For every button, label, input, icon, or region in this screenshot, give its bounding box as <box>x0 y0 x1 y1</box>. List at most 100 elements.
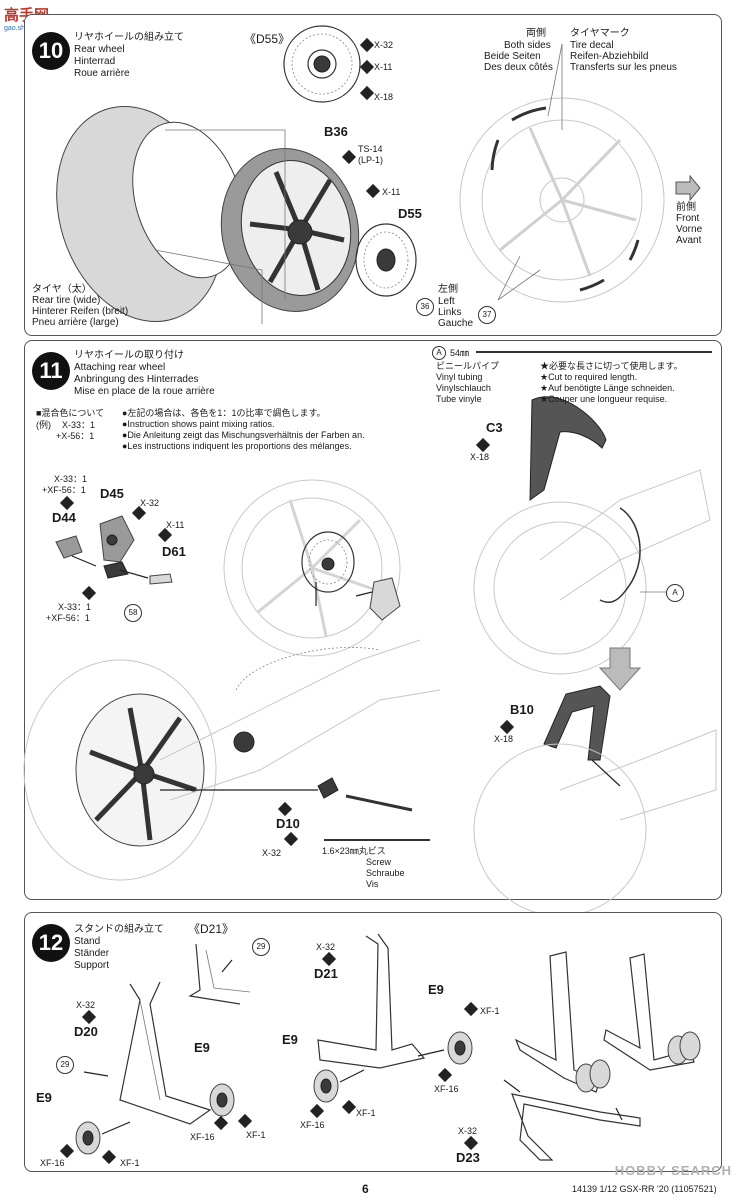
step11-screw-fr: Vis <box>366 879 379 889</box>
step11-d10-paint: X-32 <box>262 848 282 858</box>
step10-title-jp: リヤホイールの組み立て <box>74 32 184 43</box>
step11-b10-paint: X-18 <box>494 734 514 744</box>
step11-title-en: Attaching rear wheel <box>74 362 166 373</box>
step10-detail-paint-2: X-11 <box>374 62 393 72</box>
step11-tube-jp: ビニールパイプ <box>436 361 500 371</box>
step10-both-en: Both sides <box>504 40 551 51</box>
step11-d44-paint-2: +XF-56：1 <box>42 485 86 495</box>
step10-decal-en: Tire decal <box>570 40 614 51</box>
step11-tube-letter: A <box>432 346 446 360</box>
step11-mix-jp: ■混合色について <box>36 408 105 418</box>
step12-panel <box>24 912 722 1172</box>
step10-left-de: Links <box>438 307 462 318</box>
step10-detail-paint-3: X-18 <box>374 92 394 102</box>
step11-mix-note-2: ●Instruction shows paint mixing ratios. <box>122 419 275 429</box>
step12-d20: D20 <box>74 1024 98 1039</box>
step12-e9c-paint-1: XF-1 <box>480 1006 500 1016</box>
step11-d10: D10 <box>276 816 300 831</box>
step12-e9b-paint-1: XF-16 <box>40 1158 65 1168</box>
step10-front-fr: Avant <box>676 235 702 246</box>
step12-e9c-paint-2: XF-16 <box>434 1084 459 1094</box>
step11-d44-paint2-1: X-33：1 <box>58 602 92 612</box>
step11-d44: D44 <box>52 510 76 525</box>
product-code: 14139 1/12 GSX-RR '20 (11057521) <box>572 1184 717 1194</box>
page-number: 6 <box>362 1182 369 1196</box>
step10-b36-paint-1: TS-14 <box>358 144 383 154</box>
step11-c3: C3 <box>486 420 503 435</box>
step11-d61: D61 <box>162 544 186 559</box>
step11-d44-paint-1: X-33：1 <box>54 474 88 484</box>
step10-left-fr: Gauche <box>438 318 474 329</box>
step10-detail-label: 《D55》 <box>244 32 291 46</box>
step11-screw-en: Screw <box>366 857 392 867</box>
step12-e9a: E9 <box>194 1040 210 1055</box>
step11-cut-note-4: ★Couper une longueur requise. <box>540 394 668 404</box>
step11-screw-de: Schraube <box>366 868 405 878</box>
step10-both-de: Beide Seiten <box>484 51 541 62</box>
step10-b36-paint-x11: X-11 <box>382 187 401 197</box>
step12-detail-label: 《D21》 <box>188 922 235 936</box>
step12-title-en: Stand <box>74 936 101 947</box>
step10-front-de: Vorne <box>676 224 703 235</box>
step12-e9a-paint-1: XF-16 <box>190 1132 215 1142</box>
step10-decal-37: 37 <box>478 306 496 324</box>
step10-d55: D55 <box>398 206 422 221</box>
watermark: HOBBY SEARCH <box>614 1163 732 1178</box>
step11-title-fr: Mise en place de la roue arrière <box>74 386 215 397</box>
step10-decal-de: Reifen-Abziehbild <box>570 51 649 62</box>
step12-e9d-paint-1: XF-16 <box>300 1120 325 1130</box>
step10-title-fr: Roue arrière <box>74 68 130 79</box>
step10-title-de: Hinterrad <box>74 56 116 67</box>
step10-decal-jp: タイヤマーク <box>570 28 630 39</box>
step11-d44-paint2-2: +XF-56：1 <box>46 613 90 623</box>
step10-both-jp: 両側 <box>526 28 546 39</box>
step12-e9b: E9 <box>36 1090 52 1105</box>
step12-d20-paint: X-32 <box>76 1000 96 1010</box>
step11-d61-paint: X-11 <box>166 520 185 530</box>
step11-screw-size: 1.6×23㎜丸ビス <box>322 846 386 856</box>
step11-title-jp: リヤホイールの取り付け <box>74 350 184 361</box>
step10-b36: B36 <box>324 124 348 139</box>
step11-tube-en: Vinyl tubing <box>436 372 483 382</box>
step12-number: 12 <box>32 924 70 962</box>
step10-front-en: Front <box>676 213 700 224</box>
step10-tire-jp: タイヤ（太） <box>32 284 92 295</box>
step12-d21: D21 <box>314 966 338 981</box>
step12-d23-paint: X-32 <box>458 1126 478 1136</box>
step11-number: 11 <box>32 352 70 390</box>
step12-decal-29b: 29 <box>56 1056 74 1074</box>
step11-b10: B10 <box>510 702 534 717</box>
step11-d45-paint: X-32 <box>140 498 160 508</box>
step10-left-jp: 左側 <box>438 284 458 295</box>
step12-e9c: E9 <box>428 982 444 997</box>
step11-mix-ex: (例) <box>36 420 51 430</box>
step10-b36-paint-2: (LP-1) <box>358 155 384 165</box>
step11-mix-note-3: ●Die Anleitung zeigt das Mischungsverhäl… <box>122 430 365 440</box>
step12-e9d: E9 <box>282 1032 298 1047</box>
step11-mix-ex2: +X-56：1 <box>56 431 95 441</box>
step11-mix-note-4: ●Les instructions indiquent les proporti… <box>122 441 352 451</box>
step10-detail-paint-1: X-32 <box>374 40 394 50</box>
step12-e9d-paint-2: XF-1 <box>356 1108 376 1118</box>
step10-title-en: Rear wheel <box>74 44 125 55</box>
step12-e9a-paint-2: XF-1 <box>246 1130 266 1140</box>
step10-left-en: Left <box>438 296 455 307</box>
step10-number: 10 <box>32 32 70 70</box>
step11-mix-ex1: X-33：1 <box>62 420 96 430</box>
step12-e9b-paint-2: XF-1 <box>120 1158 140 1168</box>
step12-title-de: Ständer <box>74 948 110 959</box>
step11-mix-note-1: ●左記の場合は、各色を1：1の比率で調色します。 <box>122 408 326 418</box>
step11-cut-note-1: ★必要な長さに切って使用します。 <box>540 361 683 371</box>
step10-front-jp: 前側 <box>676 202 696 213</box>
step10-tire-de: Hinterer Reifen (breit) <box>32 306 129 317</box>
step10-tire-fr: Pneu arrière (large) <box>32 317 119 328</box>
step12-d21-paint: X-32 <box>316 942 336 952</box>
step11-title-de: Anbringung des Hinterrades <box>74 374 199 385</box>
step10-tire-en: Rear tire (wide) <box>32 295 101 306</box>
step10-decal-fr: Transferts sur les pneus <box>570 62 677 73</box>
step11-cut-note-3: ★Auf benötigte Länge schneiden. <box>540 383 675 393</box>
step10-both-fr: Des deux côtés <box>484 62 553 73</box>
step11-tube-len: 54㎜ <box>450 348 470 358</box>
